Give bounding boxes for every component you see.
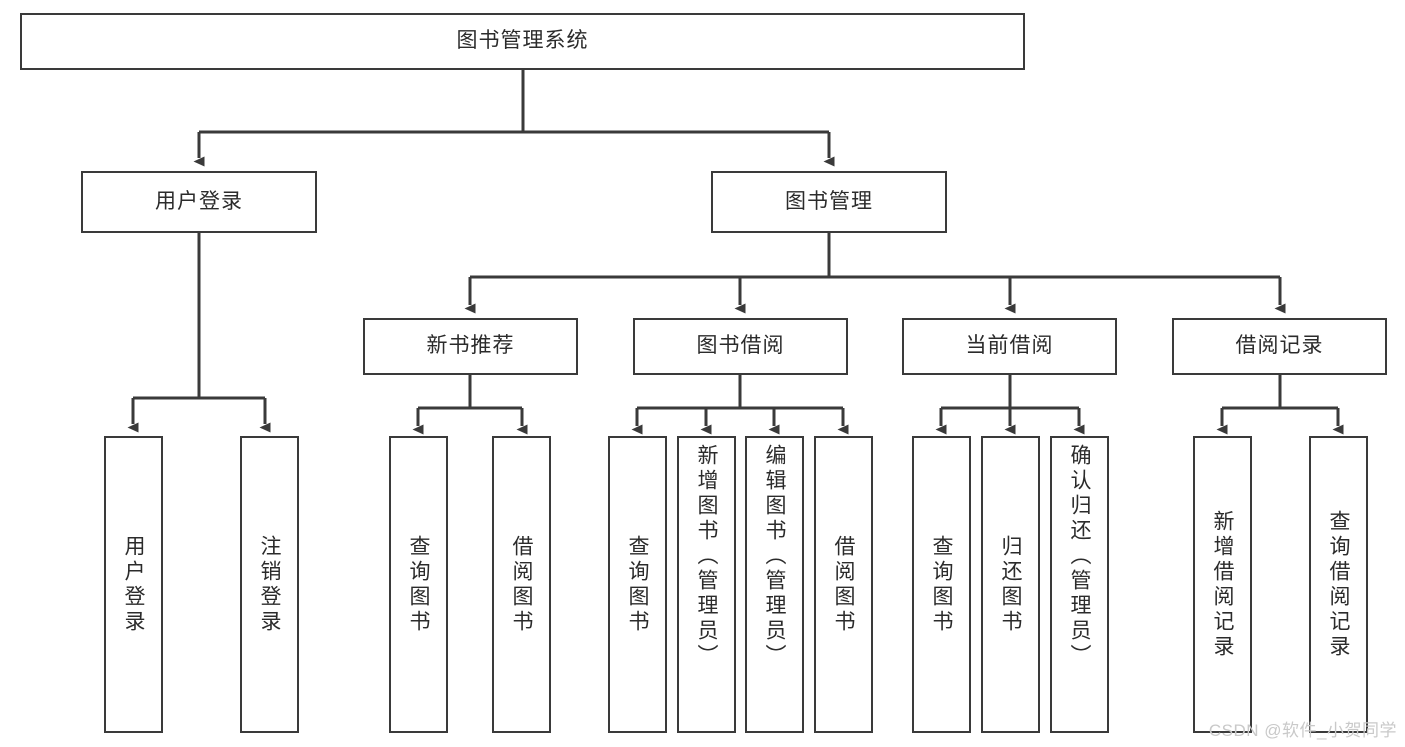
leaf-add-book-admin-label: 新增图书（管理员） <box>695 444 718 669</box>
node-root[interactable]: 图书管理系统 <box>20 13 1025 70</box>
leaf-borrow-book-recommend[interactable]: 借阅图书 <box>492 436 551 733</box>
node-borrow-record-label: 借阅记录 <box>1235 334 1324 358</box>
leaf-query-borrow-record[interactable]: 查询借阅记录 <box>1309 436 1368 733</box>
leaf-return-book[interactable]: 归还图书 <box>981 436 1040 733</box>
leaf-edit-book-admin-label: 编辑图书（管理员） <box>763 444 786 669</box>
leaf-query-borrow-record-label: 查询借阅记录 <box>1327 509 1350 660</box>
node-book-borrow-label: 图书借阅 <box>696 334 785 358</box>
leaf-user-login-label: 用户登录 <box>122 534 145 635</box>
node-book-borrow[interactable]: 图书借阅 <box>633 318 848 375</box>
leaf-query-book-borrow[interactable]: 查询图书 <box>608 436 667 733</box>
watermark: CSDN @软件_小贺同学 <box>1208 721 1397 740</box>
node-borrow-record[interactable]: 借阅记录 <box>1172 318 1387 375</box>
leaf-query-book-borrow-label: 查询图书 <box>626 534 649 635</box>
node-current-borrow-label: 当前借阅 <box>965 334 1054 358</box>
leaf-query-book-recommend[interactable]: 查询图书 <box>389 436 448 733</box>
leaf-return-book-label: 归还图书 <box>999 534 1022 635</box>
leaf-query-book-current-label: 查询图书 <box>930 534 953 635</box>
leaf-logout[interactable]: 注销登录 <box>240 436 299 733</box>
leaf-add-borrow-record-label: 新增借阅记录 <box>1211 509 1234 660</box>
node-root-label: 图书管理系统 <box>456 29 589 53</box>
leaf-borrow-book[interactable]: 借阅图书 <box>814 436 873 733</box>
leaf-query-book-current[interactable]: 查询图书 <box>912 436 971 733</box>
leaf-borrow-book-recommend-label: 借阅图书 <box>510 534 533 635</box>
node-user-login-label: 用户登录 <box>155 189 243 213</box>
leaf-edit-book-admin[interactable]: 编辑图书（管理员） <box>745 436 804 733</box>
leaf-confirm-return-admin-label: 确认归还（管理员） <box>1068 444 1091 669</box>
leaf-query-book-recommend-label: 查询图书 <box>407 534 430 635</box>
leaf-user-login[interactable]: 用户登录 <box>104 436 163 733</box>
node-book-management[interactable]: 图书管理 <box>711 171 947 233</box>
node-book-management-label: 图书管理 <box>785 189 873 213</box>
node-user-login[interactable]: 用户登录 <box>81 171 317 233</box>
node-new-book-recommend[interactable]: 新书推荐 <box>363 318 578 375</box>
node-current-borrow[interactable]: 当前借阅 <box>902 318 1117 375</box>
node-new-book-recommend-label: 新书推荐 <box>426 334 515 358</box>
leaf-add-book-admin[interactable]: 新增图书（管理员） <box>677 436 736 733</box>
leaf-confirm-return-admin[interactable]: 确认归还（管理员） <box>1050 436 1109 733</box>
leaf-logout-label: 注销登录 <box>258 534 281 635</box>
leaf-borrow-book-label: 借阅图书 <box>832 534 855 635</box>
leaf-add-borrow-record[interactable]: 新增借阅记录 <box>1193 436 1252 733</box>
